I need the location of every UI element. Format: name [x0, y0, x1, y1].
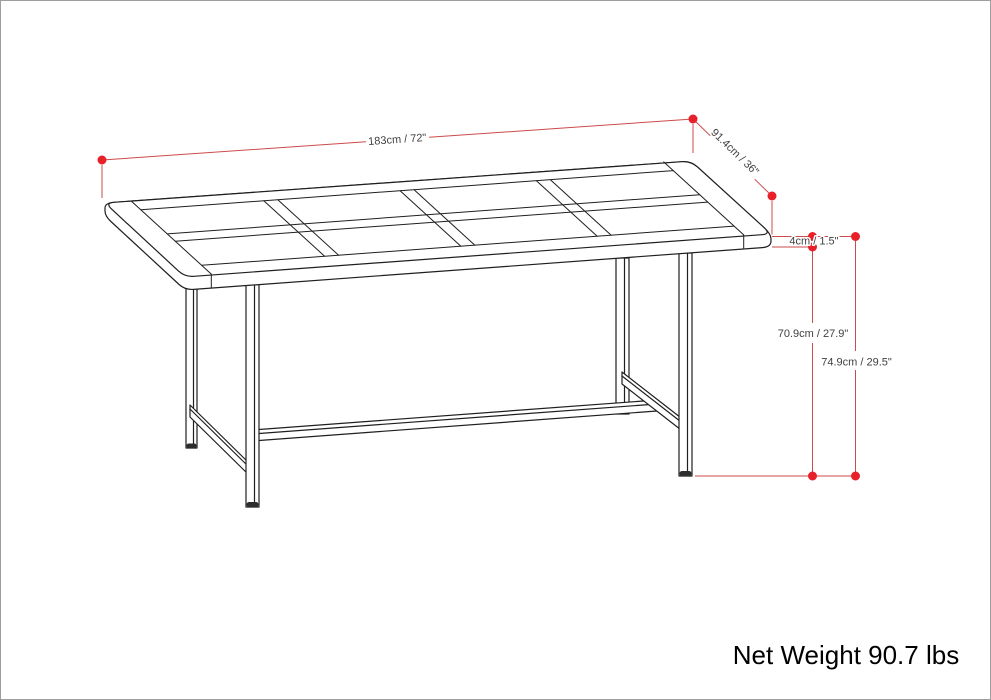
side-stretcher-left [189, 404, 253, 479]
long-stretcher [251, 399, 658, 442]
tabletop-field-border [140, 170, 735, 266]
foot-cap [246, 502, 259, 507]
dimension-endpoint-dot [808, 232, 817, 241]
net-weight-label: Net Weight 90.7 lbs [733, 640, 959, 670]
dimension-dots [97, 114, 860, 481]
dimension-endpoint-dot [851, 232, 860, 241]
dimension-endpoint-dot [851, 471, 860, 481]
dimension-endpoint-dot [808, 471, 817, 481]
length-dimension-label: 183cm / 72" [368, 132, 427, 148]
depth-dimension-label: 91.4cm / 36" [708, 127, 761, 178]
table-leg-back-left [185, 287, 198, 449]
tabletop-cross-rails [263, 179, 612, 257]
tabletop-border-seams [130, 161, 745, 288]
height-dimension-label: 74.9cm / 29.5" [821, 357, 892, 369]
dimension-endpoint-dot [97, 155, 107, 165]
dimension-endpoint-dot [767, 191, 777, 201]
dimension-endpoint-dot [808, 242, 817, 252]
length-dim-line [428, 118, 694, 138]
table-drawing [104, 161, 772, 508]
tabletop-middle-rail [166, 194, 709, 242]
foot-cap [186, 443, 197, 448]
thickness-dimension-label: 4cm / 1.5" [789, 236, 838, 248]
dimension-lines [101, 118, 856, 477]
foot-cap [679, 471, 692, 476]
table-leg-front-left [245, 283, 260, 508]
clearance-dimension-label: 70.9cm / 27.9" [778, 328, 849, 340]
tabletop [104, 161, 772, 291]
length-dim-line [101, 141, 367, 161]
dimension-endpoint-dot [688, 114, 698, 124]
table-leg-front-right [678, 252, 693, 477]
tabletop-top-surface [108, 161, 768, 277]
table-leg-back-right [615, 257, 630, 415]
